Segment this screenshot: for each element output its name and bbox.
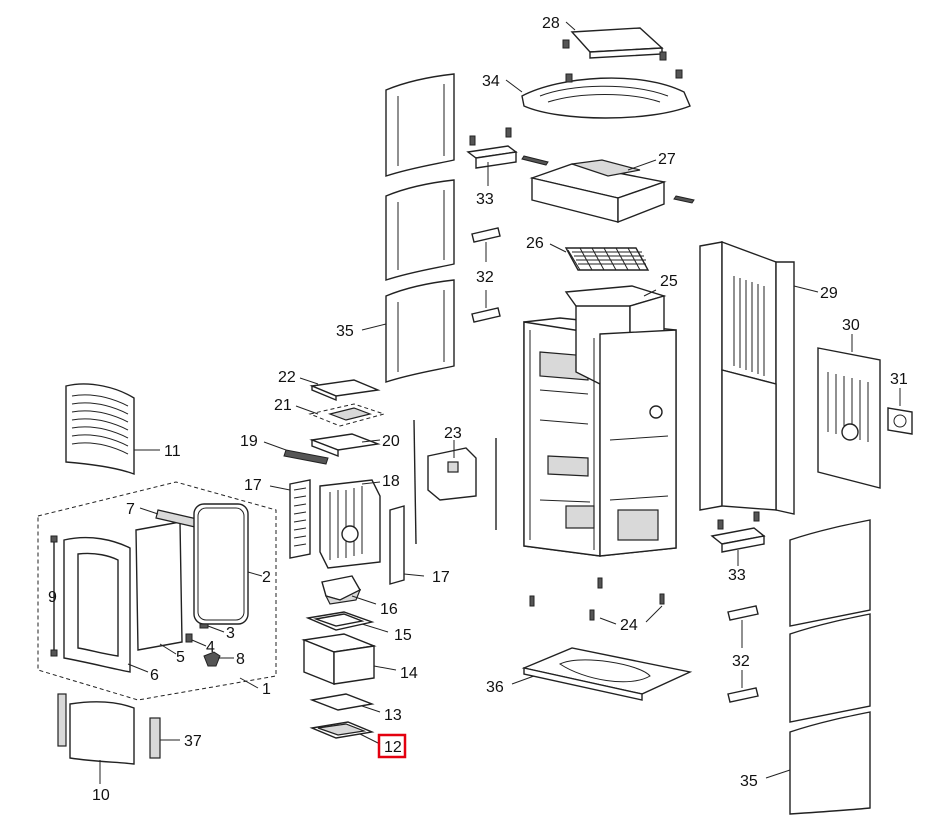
- part-37-bracket: [149, 717, 180, 759]
- label-32-top: 32: [476, 269, 494, 286]
- label-16: 16: [380, 601, 398, 618]
- part-10-front-panel: [57, 693, 135, 784]
- part-35-side-panels-right: [765, 519, 871, 815]
- label-9: 9: [48, 589, 57, 606]
- label-4: 4: [206, 639, 215, 656]
- label-7: 7: [126, 501, 135, 518]
- part-20-plate: [309, 433, 381, 458]
- label-25: 25: [660, 273, 678, 290]
- part-5-glass: [135, 521, 183, 655]
- part-27-top-frame: [521, 155, 695, 224]
- part-30-rear-plate: [817, 334, 881, 489]
- part-16-burn-pot: [321, 575, 377, 605]
- part-25-main-body: [523, 285, 677, 557]
- part-labels: 28 34 27 33 26 32 25 29 30 35 22 31 21 2…: [48, 15, 908, 804]
- label-6: 6: [150, 667, 159, 684]
- part-13-plate: [309, 693, 381, 713]
- label-27: 27: [658, 151, 676, 168]
- part-33-bracket-top: [466, 127, 518, 186]
- label-36: 36: [486, 679, 504, 696]
- part-32-bracket-right: [727, 605, 759, 703]
- part-14-ash-drawer: [301, 633, 397, 686]
- label-28: 28: [542, 15, 560, 32]
- part-21-plate-assembly: [295, 403, 386, 427]
- label-12-highlight-box: [377, 733, 407, 759]
- part-29-back-panel: [699, 240, 819, 515]
- part-9-hinge-pins: [50, 535, 58, 657]
- label-15: 15: [394, 627, 412, 644]
- part-11-front-grille: [65, 383, 160, 476]
- label-2: 2: [262, 569, 271, 586]
- label-12: 12: [384, 739, 402, 756]
- part-24-screws: [529, 577, 665, 625]
- label-21: 21: [274, 397, 292, 414]
- label-33-top: 33: [476, 191, 494, 208]
- part-18-firebox-back: [319, 479, 381, 569]
- label-5: 5: [176, 649, 185, 666]
- label-30: 30: [842, 317, 860, 334]
- part-26-grid: [549, 243, 650, 271]
- label-32-right: 32: [732, 653, 750, 670]
- label-22: 22: [278, 369, 296, 386]
- label-37: 37: [184, 733, 202, 750]
- part-23-control-board: [427, 440, 477, 501]
- part-32-bracket-top: [471, 227, 501, 323]
- label-26: 26: [526, 235, 544, 252]
- label-31: 31: [890, 371, 908, 388]
- part-6-door-frame: [63, 536, 149, 673]
- label-33-right: 33: [728, 567, 746, 584]
- part-vertical-rods: [413, 419, 497, 545]
- part-33-bracket-right: [710, 511, 766, 566]
- label-8: 8: [236, 651, 245, 668]
- label-13: 13: [384, 707, 402, 724]
- part-34-top-cover: [505, 69, 691, 119]
- part-31-gasket: [887, 388, 913, 435]
- part-8-lock: [203, 651, 234, 667]
- label-19: 19: [240, 433, 258, 450]
- label-10: 10: [92, 787, 110, 804]
- part-1-door-assembly: [37, 481, 277, 701]
- part-22-plate: [299, 377, 381, 402]
- part-36-base-plate: [511, 647, 693, 701]
- label-24: 24: [620, 617, 638, 634]
- label-14: 14: [400, 665, 418, 682]
- part-3-screw: [199, 623, 225, 633]
- part-17-side-plate: [389, 505, 425, 585]
- part-2-gasket: [193, 503, 263, 625]
- part-35-side-panels-left: [361, 73, 455, 383]
- part-19-bar: [263, 441, 329, 465]
- label-1: 1: [262, 681, 271, 698]
- label-11: 11: [164, 443, 181, 460]
- label-18: 18: [382, 473, 400, 490]
- label-35-left: 35: [336, 323, 354, 340]
- label-3: 3: [226, 625, 235, 642]
- part-12-gasket-plate: [309, 721, 381, 745]
- part-15-gasket: [305, 611, 389, 633]
- label-23: 23: [444, 425, 462, 442]
- label-17-right: 17: [432, 569, 450, 586]
- label-29: 29: [820, 285, 838, 302]
- label-35-right: 35: [740, 773, 758, 790]
- part-4-latch: [185, 633, 207, 647]
- label-20: 20: [382, 433, 400, 450]
- label-17-left: 17: [244, 477, 262, 494]
- part-28-top-lid: [562, 21, 667, 61]
- label-34: 34: [482, 73, 500, 90]
- part-17-heat-exchanger: [269, 479, 311, 559]
